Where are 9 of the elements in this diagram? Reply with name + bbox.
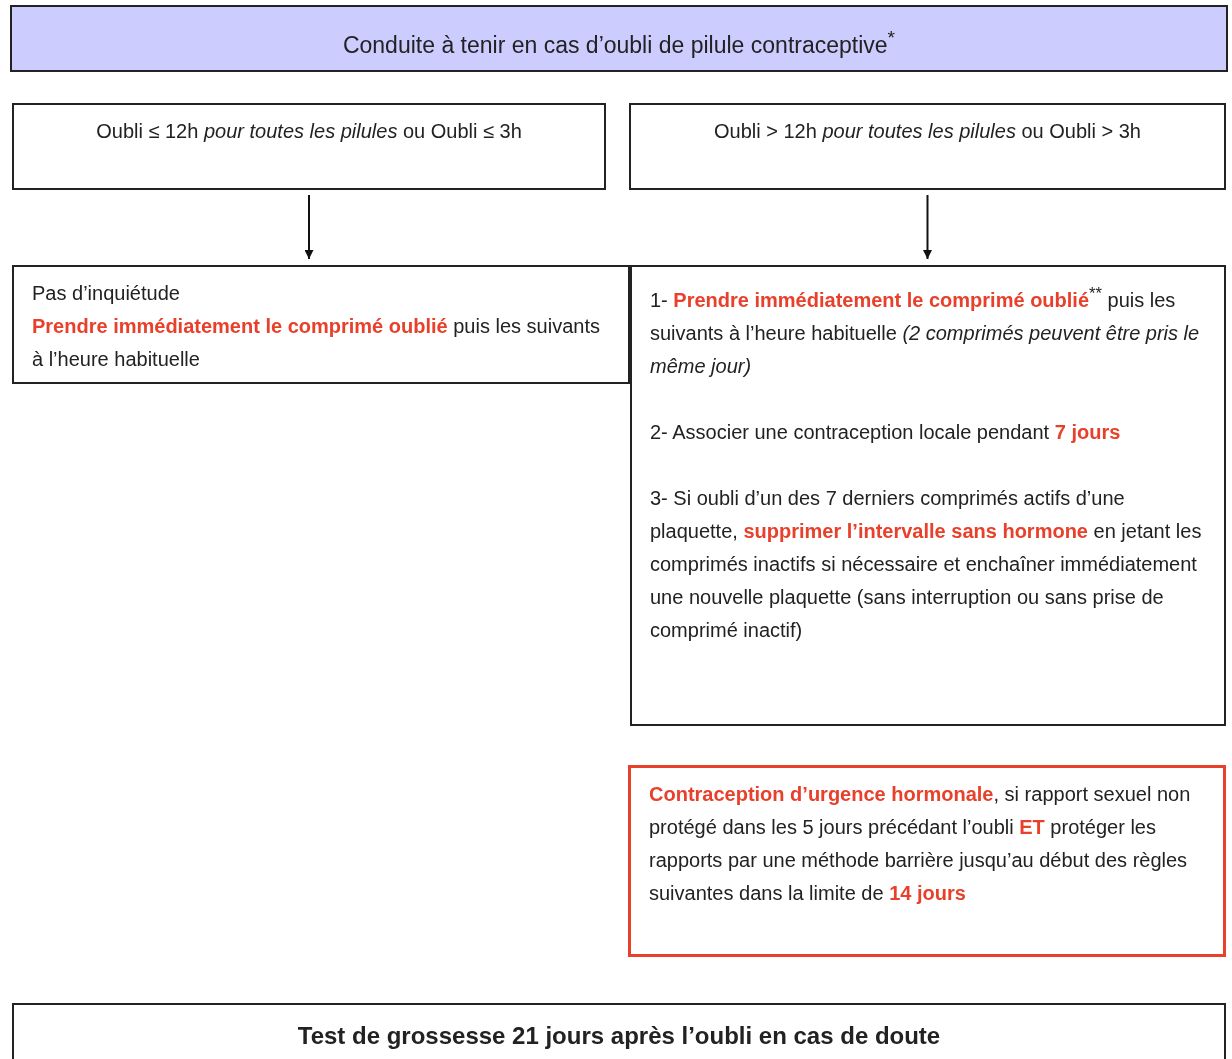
condition-box: Oubli ≤ 12h pour toutes les pilules ou Oubli ≤ 3h xyxy=(12,103,606,190)
title-banner: Conduite à tenir en cas d’oubli de pilule contraceptive$^{*}$ xyxy=(10,5,1228,72)
warning-box: Contraception d’urgence hormonale, si rapport sexuel non protégé dans les 5 jours précédant l’oubli ET protéger les rapports par une méthode barrière jusqu’au début des règles suivantes dans la limite de 14 jours xyxy=(628,765,1226,957)
arrow xyxy=(304,194,314,260)
instruction-box: 1- Prendre immédiatement le comprimé oublié$^{**}$ puis les suivants à l’heure habituelle (2 comprimés peuvent être pris le même jour) 2- Associer une contraception locale pendant 7 jours 3- Si oubli d’un des 7 derniers comprimés actifs d’une plaquette, supprimer l’intervalle sans hormone en jetant les comprimés inactifs si nécessaire et enchaîner immédiatement une nouvelle plaquette (sans interruption ou sans prise de comprimé inactif) xyxy=(630,265,1226,726)
footer-box: Test de grossesse 21 jours après l’oubli en cas de doute xyxy=(12,1003,1226,1059)
instruction-box: Pas d’inquiétude Prendre immédiatement le comprimé oublié puis les suivants à l’heure habituelle xyxy=(12,265,630,384)
arrow xyxy=(923,194,932,260)
condition-box: Oubli > 12h pour toutes les pilules ou Oubli > 3h xyxy=(629,103,1226,190)
